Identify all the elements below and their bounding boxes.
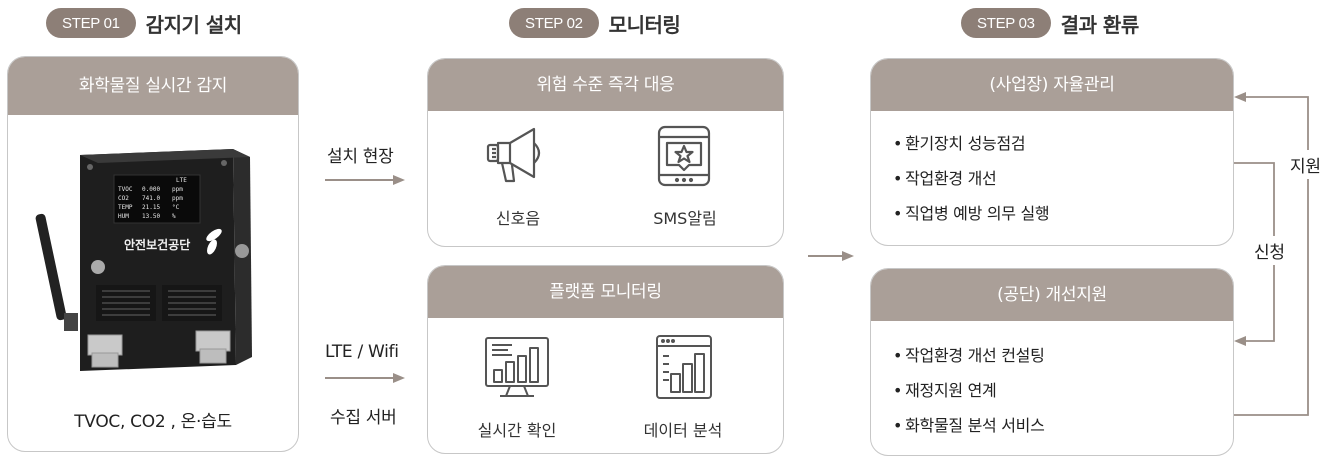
step-01-pill: STEP 01	[46, 8, 136, 38]
collect-server-label: 수집 서버	[330, 408, 397, 428]
data-analysis-label: 데이터 분석	[643, 421, 723, 440]
list-item: 직업병 예방 의무 실행	[893, 203, 1049, 224]
arrow-right-icon	[325, 175, 405, 185]
step-01-header: STEP 01 감지기 설치	[46, 8, 242, 38]
step-03-pill: STEP 03	[961, 8, 1051, 38]
screen-row-value: 0.000	[142, 186, 160, 193]
sensor-caption: TVOC, CO2 , 온·습도	[74, 412, 232, 432]
self-management-list: 환기장치 성능점검 작업환경 개선 직업병 예방 의무 실행	[893, 133, 1049, 238]
improvement-support-card: (공단) 개선지원 작업환경 개선 컨설팅 재정지원 연계 화학물질 분석 서비…	[870, 268, 1234, 456]
step-02-title: 모니터링	[608, 12, 681, 37]
arrow-right-icon	[808, 251, 854, 261]
sensor-device-image: LTE TVOC 0.000 ppm CO2 741.0 ppm TEMP 21…	[35, 149, 252, 371]
platform-monitoring-card: 플랫폼 모니터링 실시간 확인	[427, 265, 784, 454]
list-item: 작업환경 개선	[893, 168, 1049, 189]
screen-row-value: 741.0	[142, 195, 160, 202]
lte-wifi-label: LTE / Wifi	[325, 342, 399, 362]
step-01-title: 감지기 설치	[145, 12, 242, 37]
screen-row-unit: ppm	[172, 186, 183, 193]
screen-row-unit: %	[172, 213, 176, 220]
improvement-support-title: (공단) 개선지원	[871, 269, 1233, 321]
screen-row-name: CO2	[118, 195, 129, 202]
screen-row-value: 13.50	[142, 213, 160, 220]
step-03-title: 결과 환류	[1060, 12, 1140, 37]
step-02-pill: STEP 02	[509, 8, 599, 38]
install-site-label: 설치 현장	[327, 147, 394, 167]
screen-row-name: TEMP	[118, 204, 133, 211]
improvement-support-list: 작업환경 개선 컨설팅 재정지원 연계 화학물질 분석 서비스	[893, 345, 1045, 450]
risk-response-title: 위험 수준 즉각 대응	[428, 59, 783, 111]
data-analysis-icon	[656, 335, 712, 399]
step-02-header: STEP 02 모니터링	[509, 8, 681, 38]
apply-label: 신청	[1254, 236, 1285, 265]
beep-label: 신호음	[495, 209, 541, 228]
support-label: 지원	[1290, 150, 1321, 179]
list-item: 화학물질 분석 서비스	[893, 415, 1045, 436]
risk-response-card: 위험 수준 즉각 대응 신호음 SMS알림	[427, 58, 784, 247]
realtime-check-label: 실시간 확인	[477, 421, 557, 440]
device-brand-text: 안전보건공단	[124, 237, 190, 252]
sms-star-icon	[657, 125, 711, 187]
platform-monitoring-title: 플랫폼 모니터링	[428, 266, 783, 318]
sensor-card: 화학물질 실시간 감지 LTE TVOC 0.000 ppm CO2 741.0…	[7, 56, 299, 452]
list-item: 환기장치 성능점검	[893, 133, 1049, 154]
list-item: 작업환경 개선 컨설팅	[893, 345, 1045, 366]
megaphone-icon	[486, 127, 541, 183]
self-management-card: (사업장) 자율관리 환기장치 성능점검 작업환경 개선 직업병 예방 의무 실…	[870, 58, 1234, 246]
screen-row-name: HUM	[118, 213, 129, 220]
antenna-icon	[35, 213, 78, 331]
sms-alert-label: SMS알림	[653, 209, 717, 228]
sensor-card-title: 화학물질 실시간 감지	[8, 57, 298, 115]
screen-row-value: 21.15	[142, 204, 160, 211]
screen-row-unit: ppm	[172, 195, 183, 202]
screen-row-name: TVOC	[118, 186, 133, 193]
step-03-header: STEP 03 결과 환류	[961, 8, 1139, 38]
arrow-right-icon	[325, 373, 405, 383]
monitor-chart-icon	[485, 337, 549, 397]
self-management-title: (사업장) 자율관리	[871, 59, 1233, 111]
brand-logo-icon	[206, 228, 222, 255]
list-item: 재정지원 연계	[893, 380, 1045, 401]
screen-row-unit: °C	[172, 204, 180, 211]
screen-status: LTE	[176, 177, 187, 184]
